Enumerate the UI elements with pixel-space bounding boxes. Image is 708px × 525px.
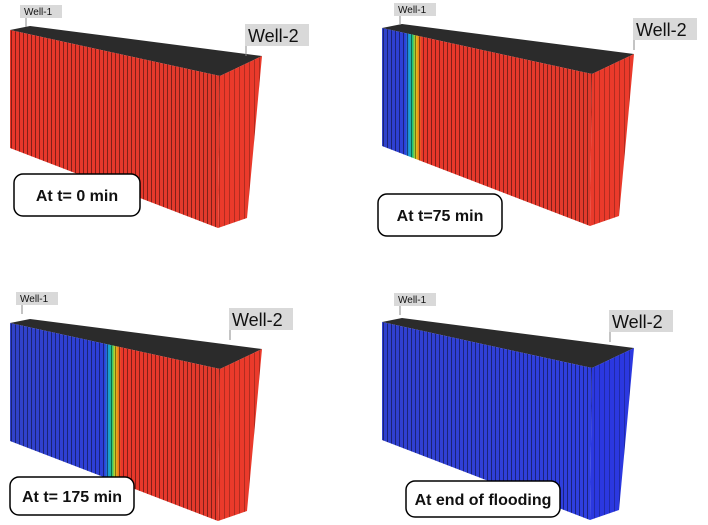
well-1-label: Well-1 <box>20 5 62 27</box>
well-2-text: Well-2 <box>636 20 687 40</box>
grid-lines <box>382 28 592 226</box>
time-caption: At t= 175 min <box>9 476 135 516</box>
caption-text: At t= 0 min <box>36 188 118 205</box>
well-1-text: Well-1 <box>20 294 49 305</box>
block-top-face <box>382 24 634 74</box>
caption-text: At end of flooding <box>415 492 552 509</box>
side-grid-lines <box>590 54 634 226</box>
well-2-text: Well-2 <box>248 26 299 46</box>
time-caption: At t= 0 min <box>13 173 141 217</box>
grid-lines <box>382 322 592 520</box>
well-1-label: Well-1 <box>394 3 436 25</box>
well-2-label: Well-2 <box>633 18 697 50</box>
caption-text: At t=75 min <box>397 208 484 225</box>
well-1-label: Well-1 <box>394 293 436 315</box>
well-1-text: Well-1 <box>398 5 427 16</box>
well-2-label: Well-2 <box>609 310 673 342</box>
block-top-face <box>10 319 262 369</box>
well-2-text: Well-2 <box>612 312 663 332</box>
side-grid-lines <box>590 348 634 520</box>
well-2-label: Well-2 <box>229 308 293 340</box>
caption-text: At t= 175 min <box>22 489 122 506</box>
side-grid-lines <box>218 349 262 521</box>
time-caption: At t=75 min <box>377 193 503 237</box>
grid-lines <box>10 323 220 521</box>
block-top-face <box>10 26 262 76</box>
well-1-label: Well-1 <box>16 292 58 314</box>
time-caption: At end of flooding <box>405 480 561 518</box>
well-2-text: Well-2 <box>232 310 283 330</box>
well-1-text: Well-1 <box>398 295 427 306</box>
well-2-label: Well-2 <box>245 24 309 56</box>
well-1-text: Well-1 <box>24 7 53 18</box>
side-grid-lines <box>218 56 262 228</box>
grid-lines <box>10 30 220 228</box>
block-top-face <box>382 318 634 368</box>
